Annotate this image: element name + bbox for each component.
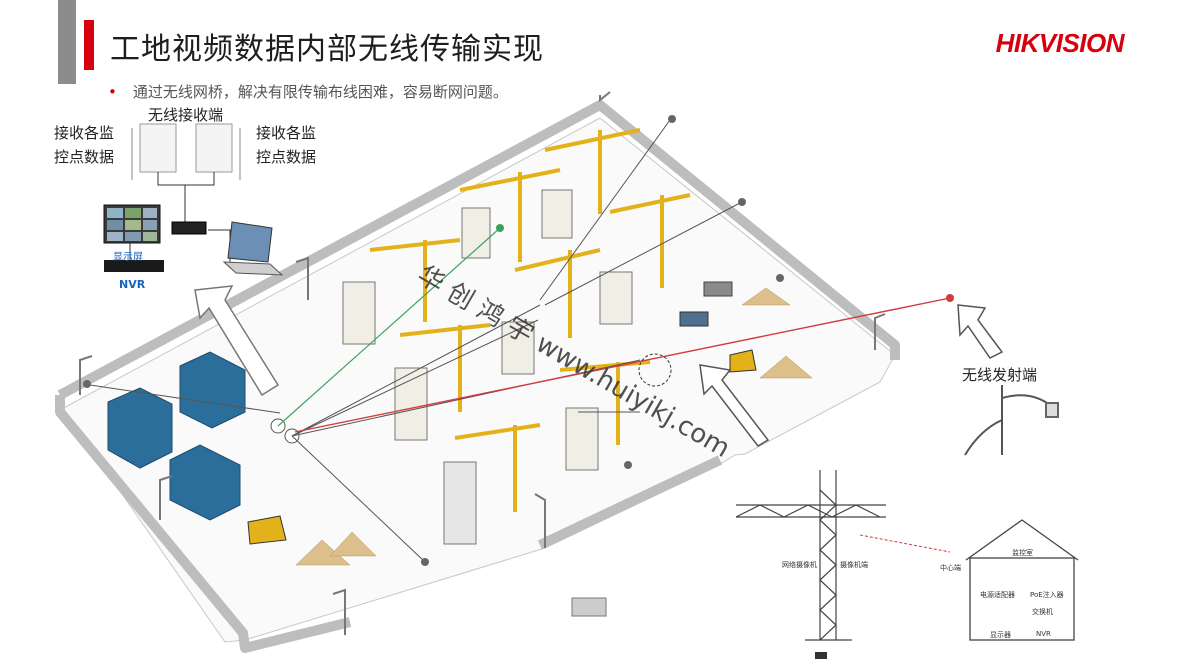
lamp-5-icon	[332, 588, 346, 635]
signal-arrow-up-icon	[194, 285, 280, 397]
lamp-6-icon	[534, 493, 546, 548]
transmitter-pole-icon	[964, 385, 1059, 456]
power-label: 电源适配器	[980, 591, 1015, 599]
video-wall-icon	[103, 204, 161, 244]
receiver-right-label: 接收各监 控点数据	[256, 121, 336, 169]
switch-label: 交换机	[1032, 608, 1053, 616]
sand-pile-2-icon	[759, 355, 813, 379]
bullet-point: • 通过无线网桥，解决有限传输布线困难，容易断网问题。	[108, 81, 508, 102]
receiver-bridge-left-icon	[131, 123, 177, 180]
zoom-circle	[638, 353, 672, 387]
lamp-3-icon	[79, 355, 93, 395]
construction-building-5-icon	[501, 321, 535, 375]
office-building-1-icon	[179, 351, 246, 429]
sand-pile-1-icon	[741, 287, 791, 306]
center-label: 中心端	[940, 564, 961, 572]
construction-building-2-icon	[461, 207, 491, 259]
receiver-left-label: 接收各监 控点数据	[54, 121, 134, 169]
tower-bridge-label: 摄像机端	[840, 561, 868, 569]
bullet-dot-icon: •	[108, 83, 117, 101]
site-wall-back	[57, 100, 900, 400]
room-nvr-label: NVR	[1036, 630, 1051, 638]
construction-building-4-icon	[599, 271, 633, 325]
page-title: 工地视频数据内部无线传输实现	[110, 32, 544, 67]
receiver-cable	[157, 172, 186, 224]
receiver-bridge-right-icon	[195, 123, 241, 180]
lamp-7-icon	[874, 313, 886, 350]
construction-building-7-icon	[565, 407, 599, 471]
dump-truck-icon	[679, 311, 709, 327]
receiver-right-line1: 接收各监	[256, 124, 317, 142]
construction-building-1-icon	[342, 281, 376, 345]
bullet-text: 通过无线网桥，解决有限传输布线困难，容易断网问题。	[132, 83, 508, 101]
screen-label: 显示屏	[113, 252, 143, 263]
receiver-left-line2: 控点数据	[54, 148, 115, 166]
tower-camera-label: 网络摄像机	[782, 561, 817, 569]
nvr-label: NVR	[119, 278, 146, 291]
tower-link-line	[859, 534, 951, 553]
nvr-icon	[104, 260, 164, 272]
receiver-right-line2: 控点数据	[256, 148, 317, 166]
switch-icon	[171, 221, 207, 235]
transmitter-label: 无线发射端	[962, 366, 1038, 384]
tower-crane-detail-icon	[735, 470, 886, 641]
red-link	[294, 297, 951, 433]
site-ground	[59, 117, 896, 643]
lamp-4-icon	[159, 475, 173, 520]
lamp-2-icon	[295, 256, 309, 300]
receiver-title: 无线接收端	[148, 106, 224, 124]
room-label: 监控室	[1012, 549, 1033, 557]
site-wall-front-left	[55, 395, 352, 653]
excavator-1-icon	[729, 349, 757, 373]
crane-group	[369, 128, 691, 512]
laptop-icon	[222, 221, 284, 276]
excavator-2-icon	[247, 515, 287, 545]
receiver-left-line1: 接收各监	[54, 124, 115, 142]
tower-base-icon	[815, 652, 827, 659]
signal-arrow-tower-icon	[699, 364, 770, 447]
hikvision-logo: HIKVISION	[995, 28, 1125, 58]
construction-building-3-icon	[541, 189, 573, 239]
lamp-1-icon	[599, 91, 611, 103]
monitoring-room-icon	[965, 519, 1079, 641]
poe-label: PoE注入器	[1030, 591, 1064, 599]
signal-arrow-transmitter-icon	[957, 304, 1004, 359]
office-building-3-icon	[169, 444, 241, 521]
mixer-truck-icon	[703, 281, 733, 297]
monitor-label: 显示器	[990, 631, 1011, 639]
green-link	[277, 227, 501, 427]
tower-building-icon	[443, 461, 477, 545]
office-building-2-icon	[107, 387, 173, 469]
truck-front-icon	[571, 597, 607, 617]
title-accent-bar-gray	[58, 0, 76, 84]
sand-pile-4-icon	[329, 531, 377, 557]
title-accent-bar-red	[84, 20, 94, 70]
site-wall-front-right	[537, 455, 723, 550]
